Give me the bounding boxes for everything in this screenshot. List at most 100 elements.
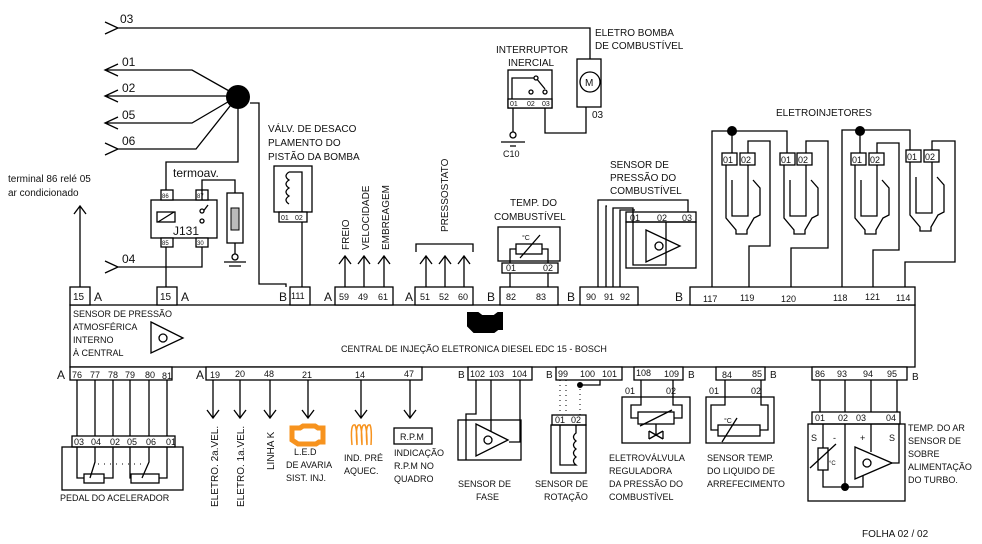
fuel_pump-label-0-text: ELETRO BOMBA (595, 28, 674, 39)
rotation_sensor-pins-0-text: 01 (555, 415, 565, 425)
ecu-top_connectors-5-side-text: B (487, 290, 495, 304)
fuel-pump: ELETRO BOMBA DE COMBUSTÍVEL M 03 (576, 28, 684, 121)
ecu-top_connectors-7-pins-5-text: 114 (896, 293, 910, 303)
injectors: ELETROINJETORES 01 02 01 02 01 02 01 02 (711, 108, 956, 287)
injectors-pins-0-text: 01 (723, 155, 733, 165)
fuel_temp-unit-text: °C (522, 234, 530, 242)
ecu-bottom_connectors-0-pins-1-text: 77 (90, 370, 100, 380)
wire-02-label: 02 (122, 81, 136, 95)
relay-pins-1-text: 87 (197, 194, 204, 200)
fuel_temp-pins-0-text: 01 (506, 263, 516, 273)
pressure_valve-label-0-text: ELETROVÁLVULA (609, 453, 685, 463)
ecu-bottom_connectors-0-pins-2-text: 78 (108, 370, 118, 380)
led-engine-icon (289, 423, 326, 447)
ecu-bottom_connectors-6-pins-0-text: 86 (815, 369, 825, 379)
ecu-top_connectors-6-side-text: B (567, 290, 575, 304)
outputs-rpm_box-text: R.P.M (400, 432, 424, 442)
fuel-temp-sensor: TEMP. DO COMBUSTÍVEL °C 01 02 (494, 198, 566, 287)
injector-3: 01 02 (850, 152, 890, 235)
left-harness: 03 01 02 05 06 04 (103, 12, 591, 287)
phase_sensor-0-text: SENSOR DE (458, 479, 511, 489)
fuel_temp-label-0-text: TEMP. DO (510, 198, 557, 209)
ecu-top_connectors-4-pins-1-text: 52 (439, 292, 449, 302)
injectors-pins-1-text: 02 (870, 155, 880, 165)
pressure_valve-label-3-text: COMBUSTÍVEL (609, 492, 674, 502)
valve_decouple-pins-1-text: 02 (295, 215, 303, 222)
fuel_pump-pin-text: 03 (592, 110, 604, 121)
outputs-preheat-1-text: AQUEC. (344, 466, 379, 476)
ecu-top_connectors-2-side-text: B (279, 290, 287, 304)
ecu-bottom_connectors-6-pins-2-text: 94 (863, 369, 873, 379)
turbo_sensor-unit-text: °C (829, 461, 836, 467)
injectors-pins-1-text: 02 (798, 155, 808, 165)
phase-sensor: SENSOR DE FASE (457, 380, 522, 502)
pedal-pins-5-text: 01 (166, 437, 176, 447)
turbo_sensor-label-3-text: ALIMENTAÇÃO (908, 462, 972, 472)
ecu-bottom_connectors-3-pins-0-text: 99 (558, 369, 568, 379)
pressure_valve-pins-1-text: 02 (666, 386, 676, 396)
ecu-top_connectors-2-pins-text: 111 (291, 291, 305, 301)
turbo_sensor-marks-1-text: - (833, 433, 836, 443)
ecu-bottom_connectors-3-side-text: B (546, 370, 553, 381)
pressure_valve-label-2-text: DA PRESSÃO DO (609, 479, 683, 489)
fuel_pressure-pins-1-text: 02 (657, 213, 667, 223)
ecu-bottom_connectors-1-pins-4-text: 14 (355, 370, 365, 380)
wire-01-label: 01 (122, 55, 136, 69)
ecu-internal_sensor-1-text: ATMOSFÉRICA (73, 322, 137, 332)
inertia-switch: INTERRUPTOR INERCIAL 01 02 03 C10 (496, 45, 587, 159)
ecu-top_connectors-1-side-text: A (181, 290, 189, 304)
ecu-top_connectors-6-pins-1-text: 91 (604, 292, 614, 302)
rotation_sensor-label-0-text: SENSOR DE (535, 479, 588, 489)
ecu-top_connectors-6-pins-0-text: 90 (586, 292, 596, 302)
fuel_pressure-label-2-text: COMBUSTÍVEL (610, 184, 682, 197)
injector-4: 01 02 (905, 149, 945, 232)
coolant_sensor-pins-1-text: 02 (751, 386, 761, 396)
ecu-bottom_connectors-2-pins-2-text: 104 (512, 369, 527, 379)
ecu-top_connectors-6-pins-2-text: 92 (620, 292, 630, 302)
fuel_pressure-label-0-text: SENSOR DE (610, 160, 669, 171)
rotation_sensor-label-1-text: ROTAÇÃO (544, 492, 588, 502)
injectors-pins-0-text: 01 (781, 155, 791, 165)
wire-04-label: 04 (122, 252, 136, 266)
coolant_sensor-pins-0-text: 01 (709, 386, 719, 396)
inertia_switch-pins-1-text: 02 (527, 101, 535, 108)
fuel_pressure-pins-0-text: 01 (630, 213, 640, 223)
relay-title: termoav. (173, 166, 219, 180)
output-kline-label: LINHA K (266, 431, 277, 470)
ecu-top_connectors-7-pins-1-text: 119 (740, 293, 754, 303)
ecu-internal_sensor-2-text: INTERNO (73, 335, 114, 345)
fuel_temp-pins-1-text: 02 (543, 263, 553, 273)
ecu-title: CENTRAL DE INJEÇÃO ELETRONICA DIESEL EDC… (341, 344, 607, 354)
turbo_sensor-pins-2-text: 03 (856, 413, 866, 423)
fuel_temp-label-1-text: COMBUSTÍVEL (494, 210, 566, 223)
ecu-bottom_connectors-2-pins-0-text: 102 (470, 369, 485, 379)
relay-pins-2-text: 85 (162, 241, 169, 247)
ecu-top_connectors-3-side-text: A (324, 290, 332, 304)
wire-03-label: 03 (120, 12, 134, 26)
ecu-bottom_connectors-6-pins-1-text: 93 (837, 369, 847, 379)
turbo_sensor-label-0-text: TEMP. DO AR (908, 423, 965, 433)
pedal-label: PEDAL DO ACELERADOR (60, 493, 170, 503)
ecu-bottom_connectors-4-pins-0-text: 108 (636, 368, 651, 378)
outputs-led-0-text: L.E.D (294, 447, 317, 457)
outputs-rpm-2-text: QUADRO (394, 474, 434, 484)
outputs-led-2-text: SIST. INJ. (286, 473, 326, 483)
ecu-bottom_connectors-5-pins-0-text: 84 (722, 370, 732, 380)
ecu-top_connectors-4-pins-2-text: 60 (458, 292, 468, 302)
coolant_sensor-unit-text: °C (724, 417, 732, 425)
ecu-top_connectors-7-pins-2-text: 120 (781, 294, 796, 304)
output-fan2-label: ELETRO. 2a.VEL. (210, 426, 221, 507)
valve_decouple-label-0-text: VÁLV. DE DESACO (268, 122, 357, 135)
injectors-pins-0-text: 01 (852, 155, 862, 165)
inertia_switch-label-1-text: INERCIAL (508, 58, 555, 69)
preheat-coil-icon (350, 424, 373, 446)
ecu-bottom_connectors-1-pins-3-text: 21 (302, 370, 312, 380)
fuel_pressure-label-1-text: PRESSÃO DO (610, 171, 676, 184)
ecu-internal_sensor-0-text: SENSOR DE PRESSÃO (73, 309, 172, 319)
valve_decouple-label-2-text: PISTÃO DA BOMBA (268, 150, 360, 163)
ecu-bottom_connectors-0-pins-3-text: 79 (125, 370, 135, 380)
